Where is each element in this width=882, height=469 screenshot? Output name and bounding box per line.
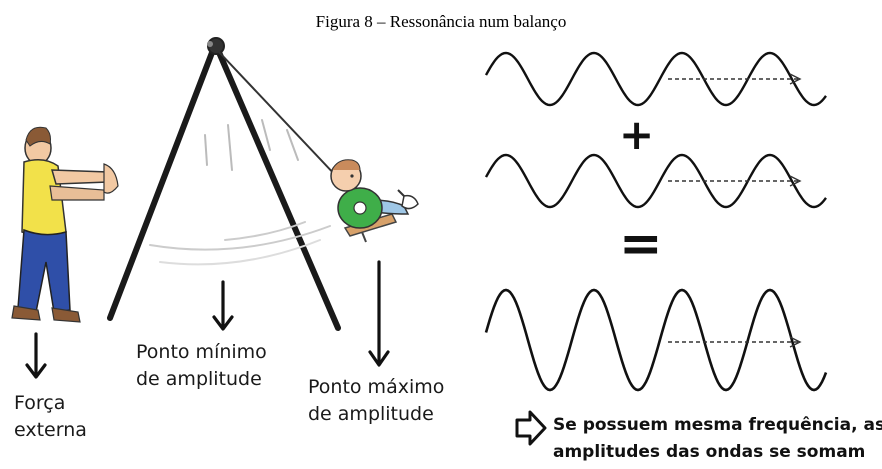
arrow-right-icon	[517, 412, 545, 444]
equals-sign: =	[619, 218, 663, 270]
plus-sign: +	[619, 114, 654, 156]
label-max-amplitude-line1: Ponto máximo	[308, 374, 444, 401]
label-min-amplitude-line1: Ponto mínimo	[136, 339, 267, 366]
label-max-amplitude: Ponto máximo de amplitude	[308, 374, 444, 428]
arrow-min-point	[214, 282, 232, 329]
label-min-amplitude-line2: de amplitude	[136, 366, 267, 393]
conclusion-note-line1: Se possuem mesma frequência, as	[553, 412, 882, 439]
label-external-force-line1: Força	[14, 390, 87, 417]
label-external-force-line2: externa	[14, 417, 87, 444]
wave-sum	[486, 290, 826, 390]
arrow-force	[27, 334, 45, 377]
label-min-amplitude: Ponto mínimo de amplitude	[136, 339, 267, 393]
label-external-force: Força externa	[14, 390, 87, 444]
person-pushing	[12, 127, 118, 322]
conclusion-note: Se possuem mesma frequência, as amplitud…	[553, 412, 882, 466]
conclusion-note-line2: amplitudes das ondas se somam	[553, 439, 882, 466]
label-max-amplitude-line2: de amplitude	[308, 401, 444, 428]
child-on-swing	[331, 160, 418, 242]
arrow-max-point	[370, 262, 388, 365]
